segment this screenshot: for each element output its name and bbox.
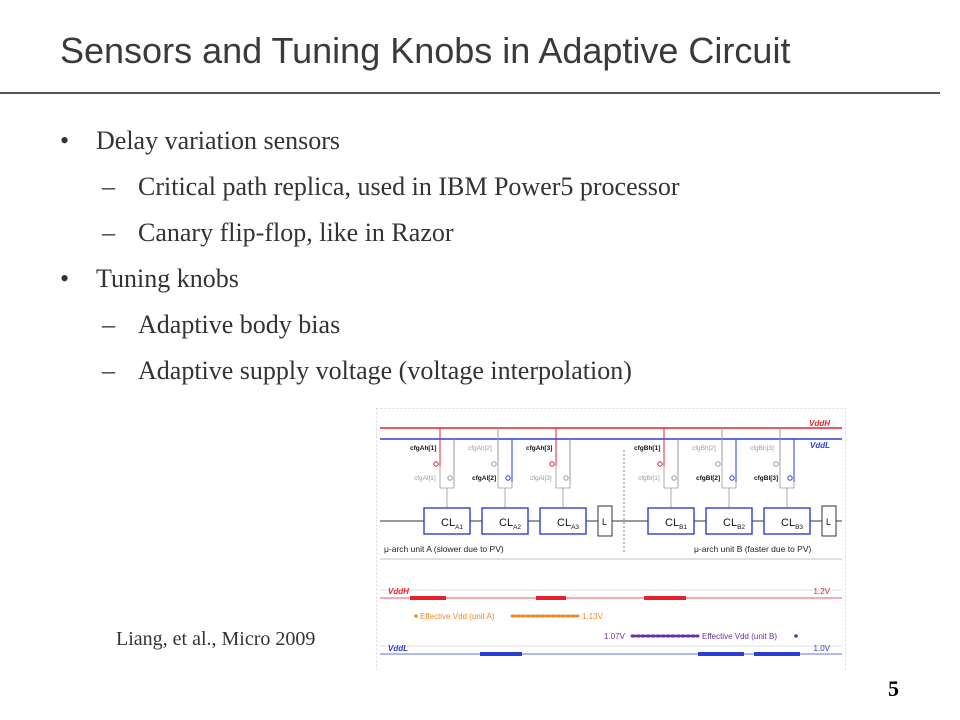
- unit-a-caption: μ-arch unit A (slower due to PV): [384, 544, 504, 554]
- unit-b-caption: μ-arch unit B (faster due to PV): [694, 544, 812, 554]
- dash-marker: –: [102, 172, 115, 201]
- figure-frame: [376, 408, 846, 671]
- voltage-interpolation-figure: VddH VddL cfgAh[1] cfgAl[1] cfgAh[2] cfgAl[…: [376, 408, 846, 671]
- latch-box: [597, 505, 613, 537]
- eff-b-label: Effective Vdd (unit B): [702, 632, 777, 641]
- sub-bullet-supply-voltage: –Adaptive supply voltage (voltage interp…: [102, 356, 632, 386]
- wave-vddl-label: VddL: [388, 644, 408, 653]
- logic-block: [647, 507, 695, 535]
- vddl-pulse: [480, 652, 522, 656]
- cfg-high-label: cfgBh[2]: [692, 445, 716, 452]
- rail-vddl-label: VddL: [810, 441, 830, 450]
- logic-block: [481, 507, 529, 535]
- vddl-switch-gate: [671, 475, 677, 481]
- cfg-low-label: cfgAl[2]: [472, 475, 496, 482]
- latch-label: L: [602, 517, 607, 527]
- vddl-switch-gate: [563, 475, 569, 481]
- bullet-marker: •: [60, 264, 70, 293]
- cfg-low-label: cfgBl[3]: [754, 475, 778, 482]
- vddl-switch-gate: [729, 475, 735, 481]
- logic-block: [705, 507, 753, 535]
- vddl-pulse: [754, 652, 800, 656]
- wave-vddl-value: 1.0V: [814, 644, 831, 653]
- cfg-high-label: cfgAh[1]: [410, 445, 436, 452]
- wave-vddh-value: 1.2V: [814, 587, 831, 596]
- bullet-tuning-knobs: • Tuning knobs: [60, 264, 239, 294]
- dash-marker: –: [102, 310, 115, 339]
- cfg-high-label: cfgBh[1]: [634, 445, 660, 452]
- figure-svg: VddH VddL cfgAh[1] cfgAl[1] cfgAh[2] cfgAl[…: [376, 408, 846, 671]
- vddh-switch-gate: [549, 461, 555, 467]
- logic-block: [423, 507, 471, 535]
- cfg-low-label: cfgBl[2]: [696, 475, 720, 482]
- cfg-high-label: cfgBh[3]: [750, 445, 774, 452]
- cfg-low-label: cfgAl[3]: [530, 475, 552, 482]
- sub-bullet-text: Critical path replica, used in IBM Power…: [138, 172, 680, 201]
- wave-vddh-label: VddH: [388, 587, 409, 596]
- vddh-switch-gate: [715, 461, 721, 467]
- bullet-text: Tuning knobs: [96, 264, 239, 293]
- vddh-switch-gate: [491, 461, 497, 467]
- page-number: 5: [888, 676, 899, 701]
- bullet-delay-sensors: • Delay variation sensors: [60, 126, 340, 156]
- citation: Liang, et al., Micro 2009: [116, 628, 316, 650]
- eff-b-end-dot: [794, 634, 798, 638]
- bullet-text: Delay variation sensors: [96, 126, 341, 155]
- vddh-switch-gate: [433, 461, 439, 467]
- eff-a-value: 1.13V: [582, 612, 604, 621]
- vddh-pulse: [410, 596, 446, 600]
- cfg-low-label: cfgAl[1]: [414, 475, 436, 482]
- eff-b-value: 1.07V: [604, 632, 626, 641]
- title-divider: [0, 92, 940, 94]
- sub-bullet-text: Adaptive body bias: [138, 310, 341, 339]
- latch-box: [821, 505, 837, 537]
- vddl-switch-gate: [787, 475, 793, 481]
- sub-bullet-text: Adaptive supply voltage (voltage interpo…: [138, 356, 632, 385]
- dash-marker: –: [102, 356, 115, 385]
- vddh-switch-gate: [773, 461, 779, 467]
- dash-marker: –: [102, 218, 115, 247]
- vddh-switch-gate: [657, 461, 663, 467]
- cfg-high-label: cfgAh[2]: [468, 445, 492, 452]
- sub-bullet-critical-path: –Critical path replica, used in IBM Powe…: [102, 172, 680, 202]
- logic-block: [539, 507, 587, 535]
- cfg-low-label: cfgBl[1]: [638, 475, 660, 482]
- latch-label: L: [826, 517, 831, 527]
- sub-bullet-body-bias: –Adaptive body bias: [102, 310, 340, 340]
- vddl-pulse: [698, 652, 744, 656]
- sub-bullet-canary: –Canary flip-flop, like in Razor: [102, 218, 454, 248]
- vddl-switch-gate: [505, 475, 511, 481]
- eff-a-label: Effective Vdd (unit A): [420, 612, 495, 621]
- sub-bullet-text: Canary flip-flop, like in Razor: [138, 218, 454, 247]
- power-switch-network: cfgAh[1] cfgAl[1] cfgAh[2] cfgAl[2] cfgAh[3]…: [410, 428, 795, 508]
- vddh-pulse: [536, 596, 566, 600]
- rail-vddh-label: VddH: [809, 419, 830, 428]
- vddh-pulse: [644, 596, 686, 600]
- bullet-marker: •: [60, 126, 70, 155]
- slide-title: Sensors and Tuning Knobs in Adaptive Cir…: [60, 30, 791, 71]
- logic-block: [763, 507, 811, 535]
- cfg-high-label: cfgAh[3]: [526, 445, 552, 452]
- vddl-switch-gate: [447, 475, 453, 481]
- eff-a-start-dot: [414, 614, 418, 618]
